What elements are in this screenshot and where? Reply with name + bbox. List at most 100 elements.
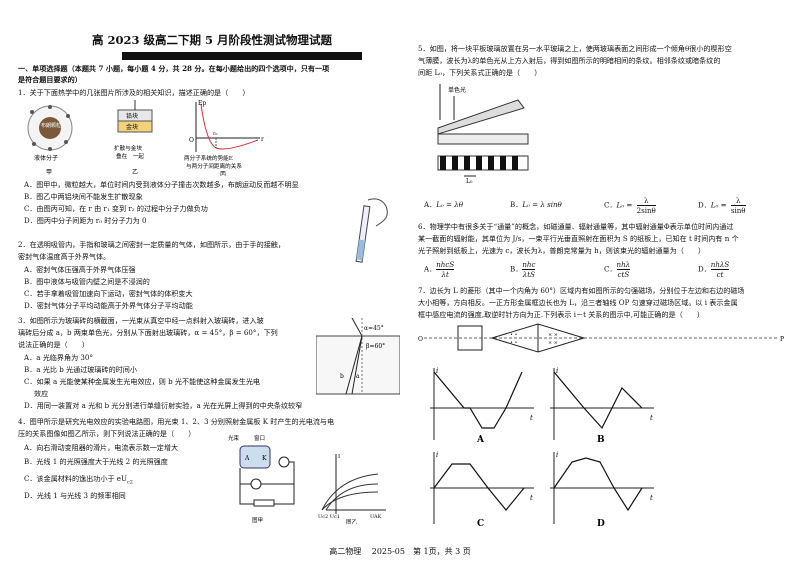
q5-wedge-figure: 单色光 L₀ xyxy=(437,84,529,184)
q7-graph-b: i t B xyxy=(550,367,654,444)
q2-stem-line1: 2．在透明吸管内，手指和玻璃之间密封一定质量的气体，如图所示，由于手的接触， xyxy=(18,240,285,249)
fig-c-caption1: 两分子系统的势能E xyxy=(184,154,233,162)
graph-d-i: i xyxy=(556,451,558,459)
fig-c-label: 丙 xyxy=(220,171,226,176)
q7-stem-line2: 大小相等，方向相反。一正方形金属框边长也为 L，沿三者轴线 OP 匀速穿过磁场区… xyxy=(418,298,738,307)
graph-c-t: t xyxy=(530,494,533,502)
q1-figures: 布朗颗粒 液体分子 甲 铅块 金块 扩散与金块 叠在 一起 乙 Ep r r₀ … xyxy=(27,100,264,176)
fig-c-axis-y: Ep xyxy=(198,100,206,107)
fig-a-label: 甲 xyxy=(46,169,52,176)
q5-stem-line2: 气薄膜，波长为λ的单色光从上方入射后，得到如图所示的明暗相间的条纹。相邻条纹或暗… xyxy=(418,56,721,65)
graph-c-i: i xyxy=(436,451,438,459)
fig-yi: 图乙 xyxy=(346,518,358,524)
fig-q5-light: 单色光 xyxy=(448,86,466,94)
brownian-figure: 布朗颗粒 液体分子 甲 xyxy=(27,105,73,176)
graph-d-t: t xyxy=(650,494,653,502)
fig-i: I xyxy=(338,454,340,460)
page-title: 高 2023 级高二下期 5 月阶段性测试物理试题 xyxy=(92,33,333,47)
fig-uc: Uc2 Uc1 xyxy=(318,514,340,520)
photoelectric-circuit: 光束 窗口 A K 图甲 xyxy=(228,434,295,524)
q2-straw-figure xyxy=(355,198,388,263)
q7-graph-c: i t C xyxy=(430,451,534,528)
fig-b: b xyxy=(340,373,344,380)
fig-c-axis-x: r xyxy=(261,136,264,143)
graph-b-label: B xyxy=(597,435,605,444)
q3-option-c-line2: 效应 xyxy=(34,389,49,398)
q5-stem-line1: 5．如图，将一块平板玻璃放置在另一水平玻璃之上，使两玻璃表面之间形成一个倾角θ很… xyxy=(418,44,732,53)
q3-option-b: B．a 光比 b 光通过玻璃砖的时间小 xyxy=(24,365,137,374)
iv-graph: I Uc2 Uc1 UAK 图乙 xyxy=(318,454,386,524)
right-column: 5．如图，将一块平板玻璃放置在另一水平玻璃之上，使两玻璃表面之间形成一个倾角θ很… xyxy=(418,0,786,540)
fig-b-caption1: 扩散与金块 xyxy=(114,144,142,152)
q1-option-b: B．图乙中两铝块间不能发生扩散现象 xyxy=(24,192,143,201)
q2-stem-line2: 密封气体温度高于外界气体。 xyxy=(18,252,111,261)
fig-c-origin: O xyxy=(189,137,194,144)
q6-stem-line3: 光子照射到纸板上，光速为 c，波长为λ，普朗克常量为 h，则该束光的辐射通量为（… xyxy=(418,246,706,255)
graph-d-label: D xyxy=(597,519,605,528)
q6-stem-line2: 某一截面的辐射能，其单位为 J/s，一束平行光垂直照射在面积为 S 的纸板上，已… xyxy=(418,234,739,243)
q4-figures: 光束 窗口 A K 图甲 I Uc2 Uc1 UAK 图乙 xyxy=(228,434,386,524)
svg-text:• •: • • xyxy=(510,332,518,338)
fig-a: a xyxy=(356,373,360,380)
q7-graph-d: i t D xyxy=(550,451,654,528)
q3-option-a: A．a 光临界角为 30° xyxy=(24,353,93,362)
q7-graph-a: i t A xyxy=(430,367,534,444)
svg-text:• •: • • xyxy=(510,340,518,346)
graph-a-label: A xyxy=(476,435,485,444)
q5-option-b: B．L₀ = λ sinθ xyxy=(510,200,562,209)
q3-glass-figure: α=45° β=60° a b xyxy=(316,318,400,395)
diffusion-figure: 铅块 金块 扩散与金块 叠在 一起 乙 xyxy=(114,100,153,176)
q3-stem-line2: 璃砖后分成 a，b 两束单色光，分别从下面射出玻璃砖，α = 45°，β = 6… xyxy=(18,328,278,337)
q5-option-a: A．L₀ = λθ xyxy=(424,200,463,209)
q4-option-a: A．向右滑动变阻器的滑片，电流表示数一定增大 xyxy=(24,443,179,452)
svg-text:× ×: × × xyxy=(548,340,558,346)
graph-b-t: t xyxy=(650,414,653,422)
fig-a-caption: 液体分子 xyxy=(34,154,58,162)
q3-stem-line3: 说法正确的是（ ） xyxy=(18,340,89,349)
q4-stem-line2: 压的关系图像如图乙所示，则下列说法正确的是（ ） xyxy=(18,429,196,438)
svg-text:× ×: × × xyxy=(548,332,558,338)
graph-b-i: i xyxy=(556,367,558,375)
q4-option-c: C．该金属材料的逸出功小于 eUc2 xyxy=(24,474,133,486)
fig-alpha: α=45° xyxy=(364,325,384,332)
fig-b-label: 乙 xyxy=(132,169,138,176)
q1-option-d: D．图丙中分子间距为 r₀ 时分子力为 0 xyxy=(24,216,147,225)
fig-b-top: 铅块 xyxy=(126,112,138,120)
fig-c-caption2: 与两分子间距离的关系 xyxy=(186,162,242,170)
section-heading-cont: 是符合题目要求的） xyxy=(18,75,82,84)
section-heading: 一、单项选择题（本题共 7 小题，每小题 4 分，共 28 分。在每小题给出的四… xyxy=(18,64,330,73)
q2-option-a: A．密封气体压强高于外界气体压强 xyxy=(24,265,136,274)
q6-stem-line1: 6．物理学中有很多关于“通量”的概念，如磁通量、辐射通量等，其中辐射通量Φ表示单… xyxy=(418,222,734,231)
fig-beta: β=60° xyxy=(366,343,385,350)
fig-c-r0: r₀ xyxy=(213,131,217,137)
potential-energy-figure: Ep r r₀ O 两分子系统的势能E 与两分子间距离的关系 丙 xyxy=(184,100,264,176)
fig-P: P xyxy=(780,336,784,343)
q3-option-c-line1: C．如果 a 光能使某种金属发生光电效应，则 b 光不能使这种金属发生光电 xyxy=(24,377,261,386)
fig-L0: L₀ xyxy=(466,178,473,184)
q7-field-figure: O P • • • • × × × × xyxy=(418,323,784,353)
fig-window: 窗口 xyxy=(254,434,265,442)
graph-c-label: C xyxy=(477,519,484,528)
q1-option-a: A．图甲中，微粒越大，单位时间内受到液体分子撞击次数越多，布朗运动反而越不明显 xyxy=(24,180,299,189)
q2-option-b: B．图中液体与吸管内壁之间是不浸润的 xyxy=(24,277,150,286)
fringe-pattern xyxy=(437,155,529,171)
fig-A: A xyxy=(244,455,250,462)
graph-a-t: t xyxy=(530,414,533,422)
q3-option-d: D．用同一装置对 a 光和 b 光分别进行单缝衍射实验，a 光在光屏上得到的中央… xyxy=(24,401,303,410)
q3-stem-line1: 3．如图所示为玻璃砖的横截面，一光束从真空中经一点斜射入玻璃砖，进入玻 xyxy=(18,316,264,325)
redaction-bar xyxy=(122,52,362,60)
q4-option-b: B．光线 1 的光照强度大于光线 2 的光照强度 xyxy=(24,457,168,466)
page-footer: 高二物理 2025-05 第 1页，共 3 页 xyxy=(329,547,471,556)
q2-option-d: D．密封气体分子平均动能高于外界气体分子平均动能 xyxy=(24,301,193,310)
fig-jia: 图甲 xyxy=(252,516,263,524)
q1-option-c: C．由图丙可知，在 r 由 r₁ 变到 r₂ 的过程中分子力做负功 xyxy=(24,204,208,213)
q1-stem: 1．关于下面热学中的几张图片所涉及的相关知识，描述正确的是（ ） xyxy=(18,88,250,97)
fig-b-bottom: 金块 xyxy=(126,123,138,131)
fig-a-center: 布朗颗粒 xyxy=(41,122,61,129)
graph-a-i: i xyxy=(436,367,438,375)
